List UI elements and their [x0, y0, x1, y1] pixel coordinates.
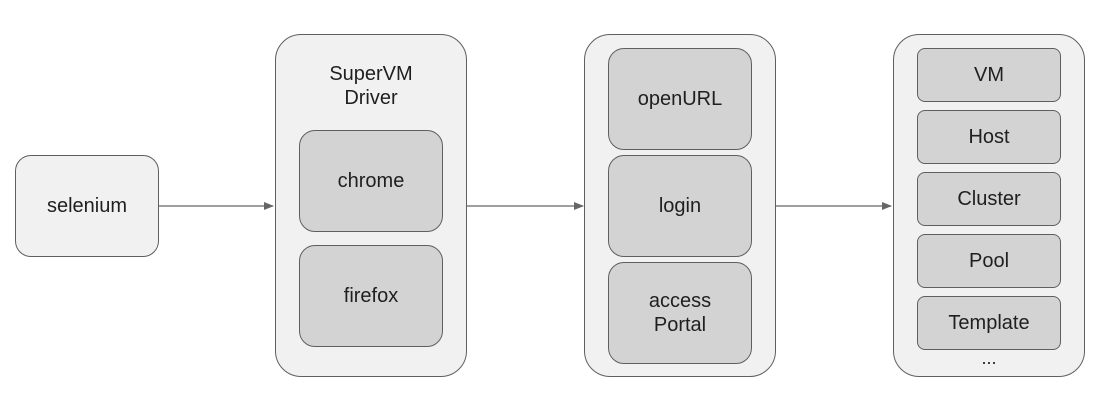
driver-item-label: firefox	[343, 285, 399, 307]
action-item-login: login	[608, 155, 752, 257]
object-item-label: Pool	[968, 250, 1010, 272]
driver-title-line1: SuperVM	[329, 63, 413, 85]
driver-item-label: chrome	[337, 170, 405, 192]
driver-item-firefox: firefox	[299, 245, 443, 347]
action-item-access-portal: access Portal	[608, 262, 752, 364]
objects-more-ellipsis: ...	[981, 348, 997, 368]
object-item-host: Host	[917, 110, 1061, 164]
action-item-openurl: openURL	[608, 48, 752, 150]
driver-title: SuperVM Driver	[275, 62, 467, 110]
object-item-vm: VM	[917, 48, 1061, 102]
object-item-pool: Pool	[917, 234, 1061, 288]
object-item-label: VM	[974, 64, 1004, 86]
selenium-node: selenium	[15, 155, 159, 257]
action-item-label: openURL	[637, 88, 723, 110]
access-portal-line1: access	[648, 290, 712, 312]
access-portal-line2: Portal	[653, 314, 707, 336]
driver-title-line2: Driver	[344, 87, 398, 109]
action-item-label: login	[658, 195, 702, 217]
object-item-label: Template	[948, 312, 1030, 334]
object-item-cluster: Cluster	[917, 172, 1061, 226]
selenium-label: selenium	[46, 195, 128, 217]
driver-item-chrome: chrome	[299, 130, 443, 232]
object-item-template: Template	[917, 296, 1061, 350]
object-item-label: Host	[968, 126, 1010, 148]
object-item-label: Cluster	[957, 188, 1021, 210]
